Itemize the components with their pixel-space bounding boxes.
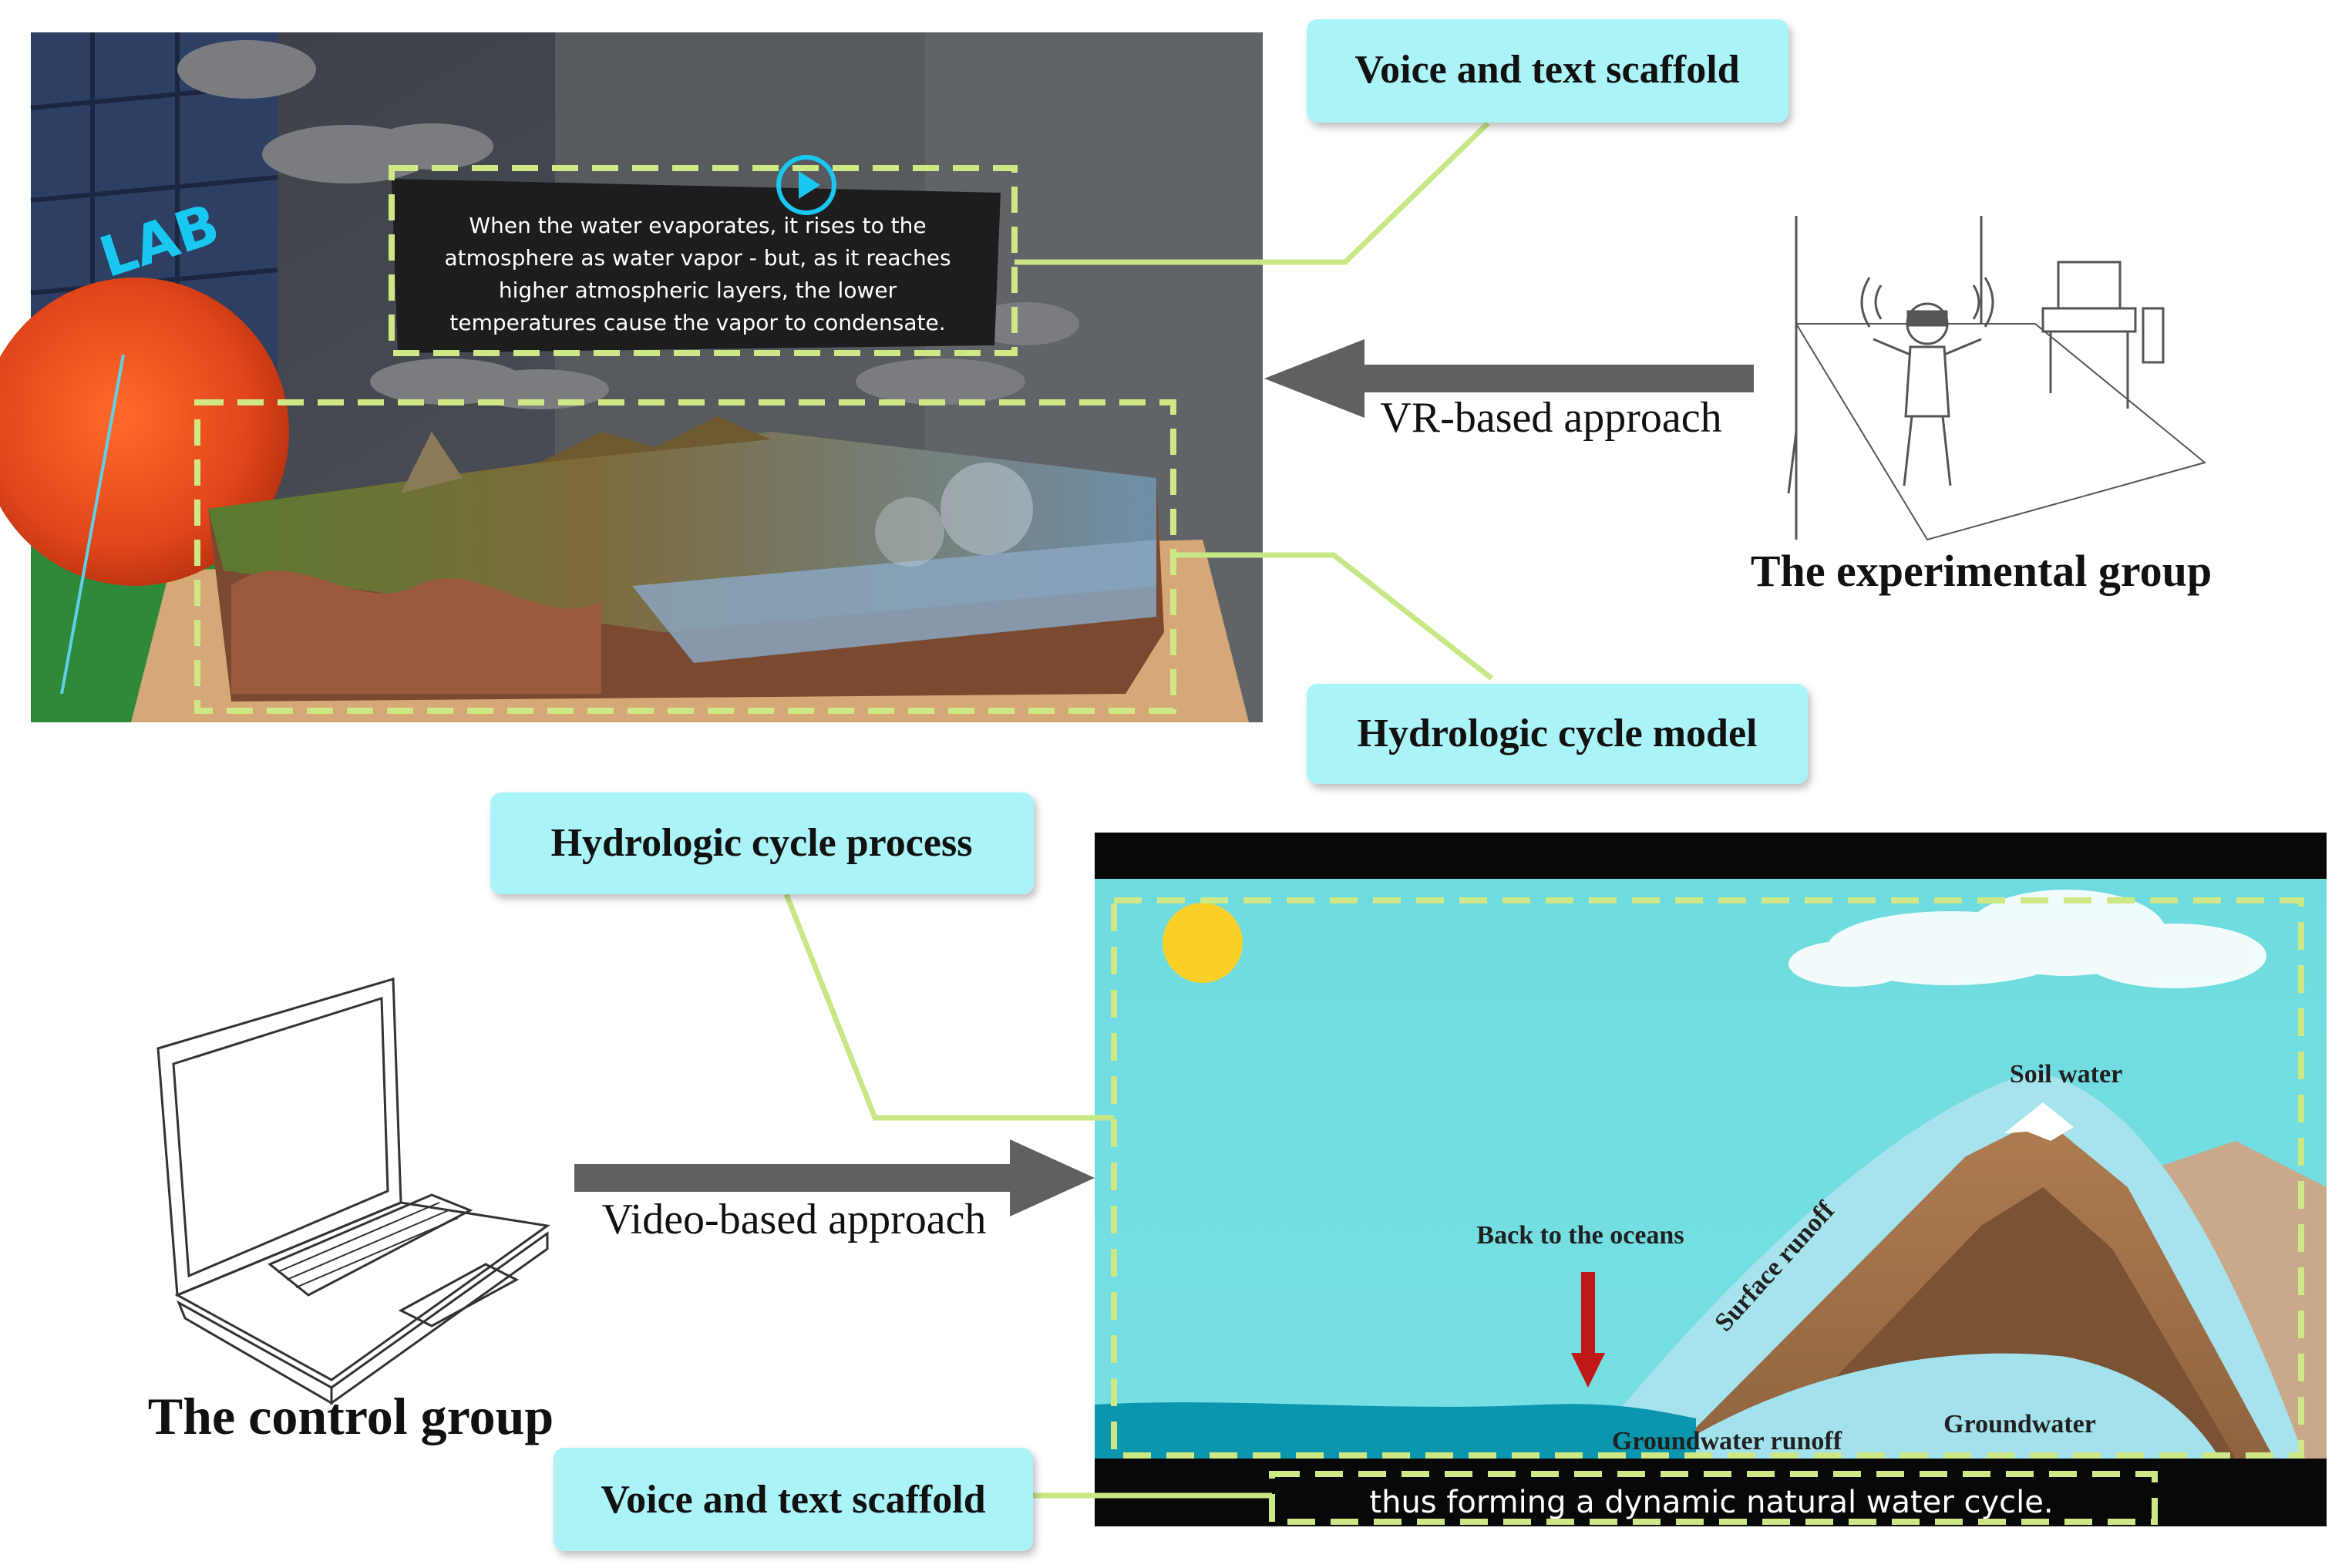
vr-scaffold-highlight: [389, 165, 1018, 356]
vr-room-illustration: [1787, 216, 2207, 541]
label-groundwater: Groundwater: [1943, 1410, 2096, 1438]
laptop-illustration: [156, 977, 550, 1405]
callout-hydrologic-model-text: Hydrologic cycle model: [1358, 712, 1758, 755]
video-approach-arrow: [574, 1139, 1095, 1216]
vr-play-triangle-icon: [799, 171, 820, 199]
callout-video-scaffold: [554, 1448, 1033, 1551]
video-ocean: [1095, 1402, 1696, 1459]
video-sun: [1163, 903, 1243, 983]
vr-subtitle-panel: [392, 179, 1001, 353]
video-subtitle-text: thus forming a dynamic natural water cyc…: [1369, 1485, 2053, 1520]
video-down-arrow: [1581, 1272, 1595, 1357]
video-snow-cap: [2004, 1102, 2074, 1141]
vr-subtitle-line: higher atmospheric layers, the lower: [499, 278, 897, 303]
vr-approach-label: VR-based approach: [1380, 394, 1721, 442]
video-process-highlight: [1111, 897, 2304, 1459]
video-approach-label: Video-based approach: [602, 1196, 987, 1243]
vr-subtitle-line: temperatures cause the vapor to condensa…: [449, 310, 945, 335]
callout-video-scaffold-text: Voice and text scaffold: [601, 1478, 985, 1522]
callout-hydrologic-model: [1307, 684, 1808, 784]
video-screenshot: Soil water Back to the oceans Groundwate…: [1095, 833, 2327, 1526]
video-groundwater: [1657, 1353, 2220, 1459]
vr-subtitle-line: atmosphere as water vapor - but, as it r…: [444, 245, 951, 271]
video-cloud: [1788, 890, 2266, 988]
video-down-arrow-head: [1571, 1353, 1605, 1388]
connector-vr-model: [1173, 552, 1494, 681]
experimental-group-label: The experimental group: [1751, 546, 2212, 596]
vr-screenshot: LAB When the water: [0, 32, 1263, 722]
vr-terrain-model: [208, 416, 1164, 702]
vr-subtitle-text: When the water evaporates, it rises to t…: [444, 213, 951, 335]
callout-hydrologic-process: [490, 792, 1034, 894]
label-groundwater-runoff: Groundwater runoff: [1612, 1427, 1842, 1455]
callout-vr-scaffold: [1307, 19, 1788, 123]
callout-vr-scaffold-text: Voice and text scaffold: [1354, 48, 1739, 92]
connector-video-process: [783, 893, 1114, 1121]
label-soil-water: Soil water: [2010, 1060, 2122, 1089]
control-group-label: The control group: [148, 1387, 554, 1445]
connector-vr-scaffold: [1015, 121, 1490, 265]
vr-approach-arrow: [1264, 339, 1754, 418]
label-back-to-oceans: Back to the oceans: [1476, 1221, 1684, 1250]
vr-play-icon[interactable]: [776, 155, 836, 215]
vr-subtitle-line: When the water evaporates, it rises to t…: [469, 213, 926, 238]
callout-hydrologic-process-text: Hydrologic cycle process: [551, 821, 973, 865]
vr-pointer-ray: [60, 354, 125, 695]
